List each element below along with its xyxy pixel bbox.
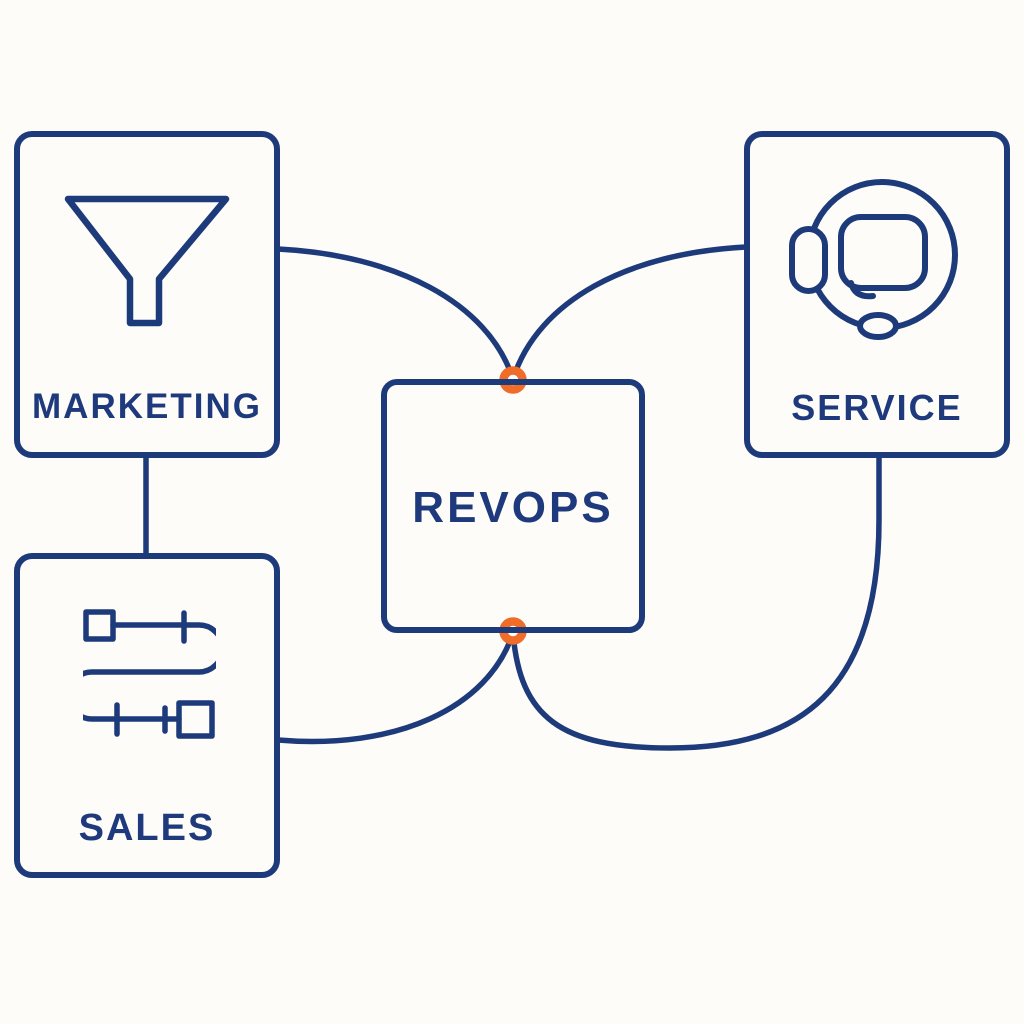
revops-label: REVOPS	[412, 483, 614, 532]
connector-revops-service	[510, 452, 882, 751]
sales-label: SALES	[78, 807, 216, 849]
marketing-label: MARKETING	[32, 387, 262, 426]
funnel-icon	[64, 195, 230, 327]
connector-service-revops	[510, 244, 749, 382]
headset-icon	[789, 179, 958, 340]
revops-box: REVOPS	[381, 379, 645, 633]
sales-box: SALES	[14, 553, 280, 878]
service-box: SERVICE	[744, 131, 1010, 458]
pipeline-icon	[83, 609, 216, 739]
connector-revops-sales	[275, 630, 516, 745]
service-label: SERVICE	[791, 387, 963, 428]
marketing-box: MARKETING	[14, 131, 280, 458]
connector-marketing-revops	[275, 246, 516, 382]
